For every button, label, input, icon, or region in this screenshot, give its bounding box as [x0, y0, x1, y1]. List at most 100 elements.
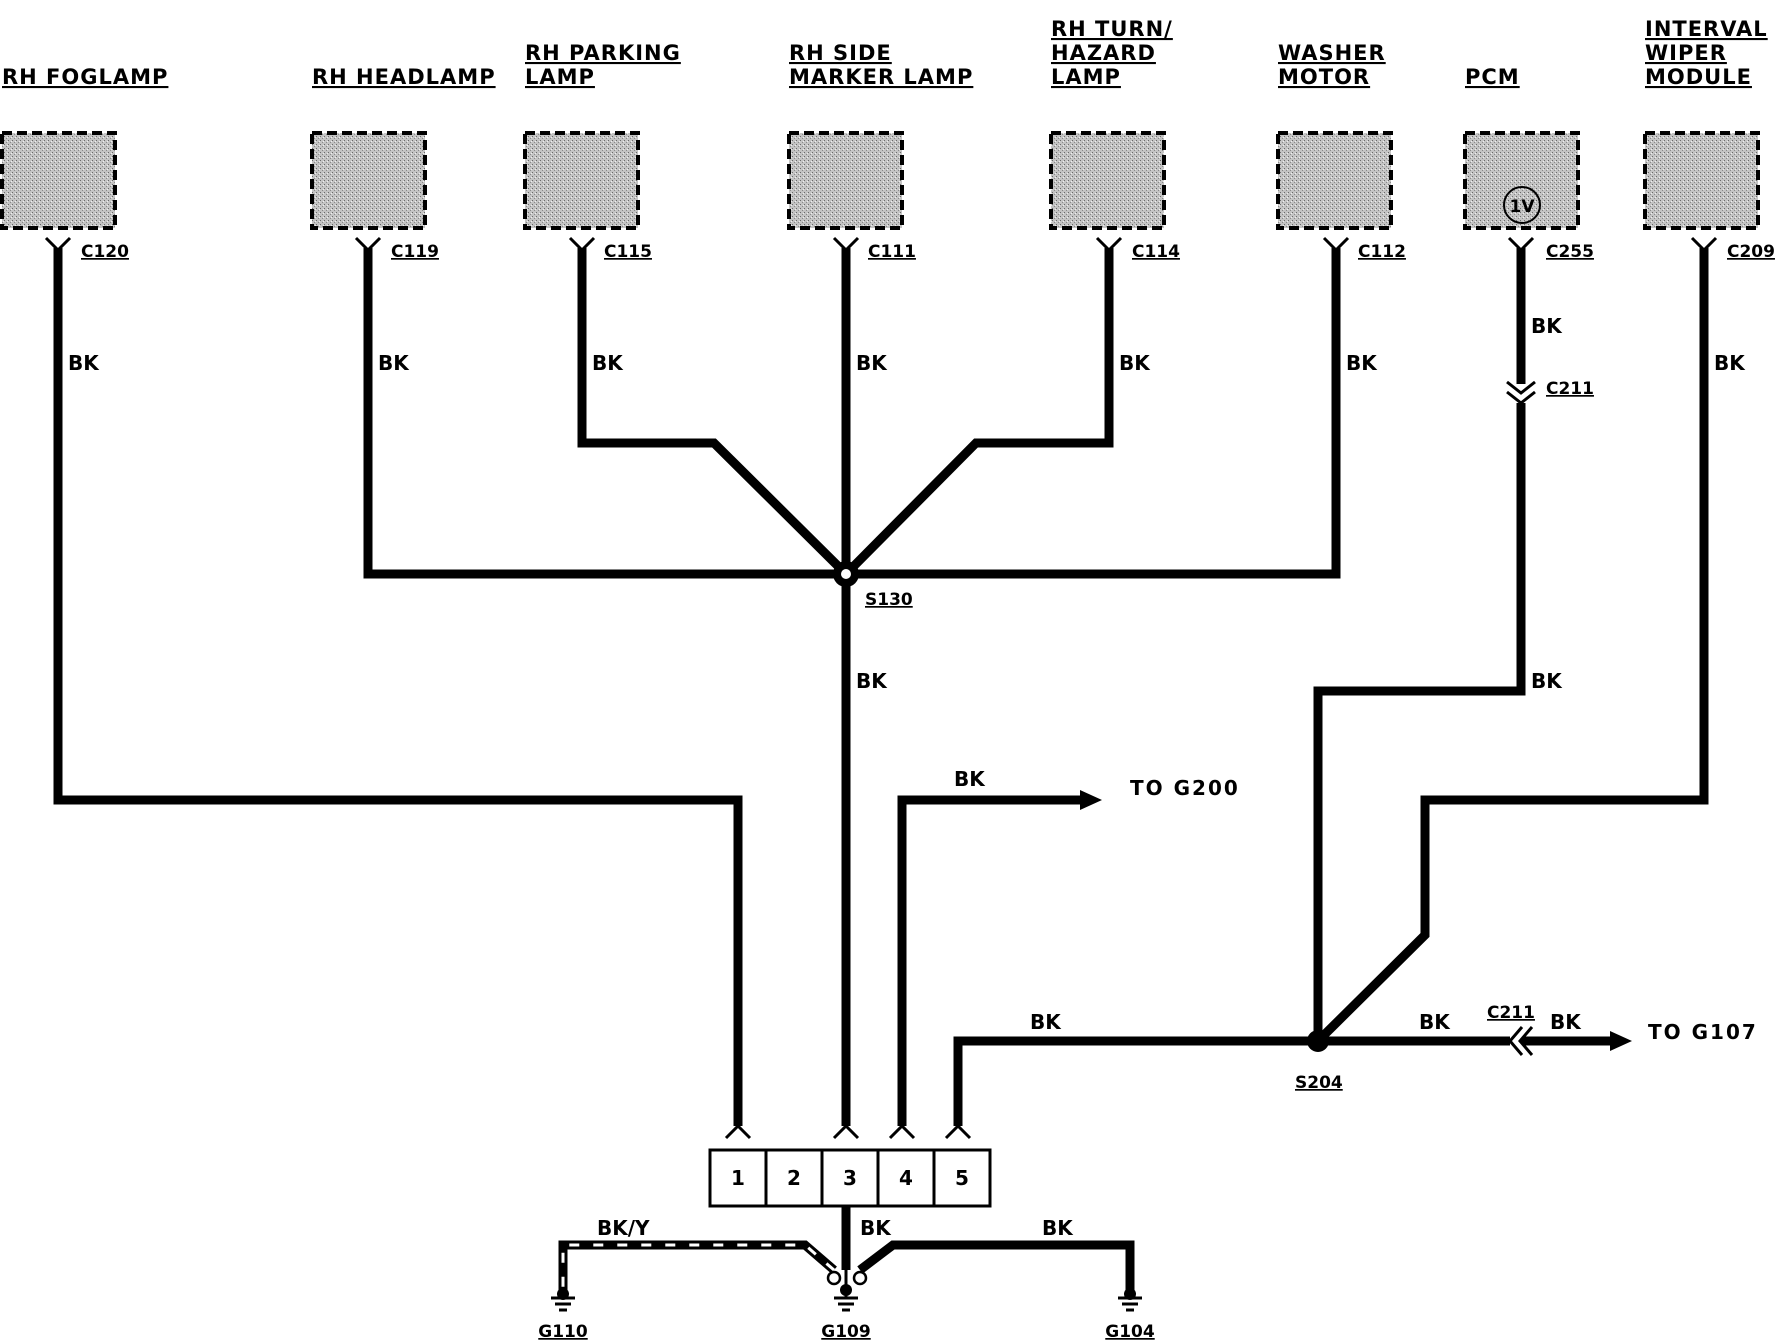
wire-color-label: BK — [378, 351, 410, 375]
wire-color-label: BK — [1531, 314, 1563, 338]
component-label: PCM — [1465, 65, 1520, 89]
ground-g110: G110 — [538, 1288, 588, 1342]
wire-color-labels: BK BK BK BK BK BK BK BK BK BK BK BK BK B… — [68, 314, 1746, 1240]
connector-label: C112 — [1358, 242, 1406, 262]
pin-hood-5 — [944, 1123, 972, 1140]
ground-block-pin-1 — [708, 1148, 768, 1208]
wire-color-label: BK — [1531, 669, 1563, 693]
pin-number: 3 — [843, 1166, 857, 1190]
wire-washer-to-s130 — [846, 248, 1341, 579]
wire-bky-stripe — [561, 1243, 835, 1290]
ground-g109: G109 — [821, 1270, 871, 1342]
pin-number: 4 — [899, 1166, 913, 1190]
inline-connector-c211-vertical — [1506, 380, 1536, 405]
destination-label-g107: TO G107 — [1648, 1020, 1758, 1044]
wire-parking-to-s130 — [577, 248, 850, 578]
inline-connector-label: C211 — [1487, 1003, 1535, 1023]
wire-color-label: BK — [856, 669, 888, 693]
pcm-pin-badge — [1503, 186, 1541, 224]
inline-connector-chevron — [1518, 1026, 1534, 1056]
arrow-to-g107 — [1610, 1031, 1632, 1051]
destination-label-g200: TO G200 — [1130, 776, 1240, 800]
component-box — [1049, 131, 1166, 230]
wire-color-label: BK/Y — [597, 1216, 650, 1240]
ground-block: 1 2 3 4 5 — [708, 1123, 992, 1208]
pin-hood-4 — [888, 1123, 916, 1140]
ground-g104: G104 — [1105, 1288, 1155, 1342]
inline-connector-chevron — [1506, 390, 1536, 405]
g109-terminal-right — [852, 1270, 868, 1286]
wire-color-label: BK — [1042, 1216, 1074, 1240]
component-label-line1: RH TURN/ — [1051, 17, 1173, 41]
connector-label: C111 — [868, 242, 916, 262]
connector-label: C209 — [1727, 242, 1775, 262]
component-label-line2: LAMP — [525, 65, 595, 89]
pin-hood-1 — [724, 1123, 752, 1140]
pcm-pin-badge-label: 1V — [1510, 197, 1536, 217]
component-box — [523, 131, 640, 230]
connector-label: C115 — [604, 242, 652, 262]
wire-color-label: BK — [592, 351, 624, 375]
wire-pin4-to-g200 — [897, 795, 1085, 1126]
splice-dot-center — [841, 569, 851, 579]
component-box — [1276, 131, 1393, 230]
pin-number: 2 — [787, 1166, 801, 1190]
component-label-line3: MODULE — [1645, 65, 1752, 89]
wire-color-label: BK — [1346, 351, 1378, 375]
component-box — [0, 131, 117, 230]
component-label-line1: WASHER — [1278, 41, 1386, 65]
wire-c211-to-s204 — [1313, 403, 1526, 1041]
ground-block-pin-4 — [876, 1148, 936, 1208]
wires — [53, 248, 1709, 1290]
wire-color-label: BK — [1030, 1010, 1062, 1034]
splice-s204: S204 — [1295, 1030, 1343, 1093]
component-washer-motor: WASHER MOTOR C112 — [1276, 41, 1406, 262]
wire-color-label: BK — [954, 767, 986, 791]
wire-headlamp-to-s130 — [363, 248, 846, 579]
arrow-to-g200 — [1080, 790, 1102, 810]
component-rh-turn-hazard-lamp: RH TURN/ HAZARD LAMP C114 — [1049, 17, 1180, 262]
component-label-line1: RH PARKING — [525, 41, 681, 65]
wire-color-label: BK — [1119, 351, 1151, 375]
wire-color-label: BK — [1550, 1010, 1582, 1034]
component-label: RH FOGLAMP — [2, 65, 168, 89]
inline-connector-c211-horizontal — [1508, 1026, 1534, 1056]
ground-stud — [840, 1284, 852, 1296]
inline-connector-chevron — [1508, 1026, 1524, 1056]
component-box — [1463, 131, 1580, 230]
wire-g109-to-g104 — [857, 1240, 1135, 1290]
inline-connector-chevron — [1506, 380, 1536, 395]
component-label-line2: MOTOR — [1278, 65, 1370, 89]
component-box — [787, 131, 904, 230]
component-label-line2: HAZARD — [1051, 41, 1156, 65]
wire-color-label: BK — [1419, 1010, 1451, 1034]
ground-label: G110 — [538, 1322, 588, 1342]
splice-label: S130 — [865, 590, 913, 610]
component-box — [310, 131, 427, 230]
component-label-line1: INTERVAL — [1645, 17, 1768, 41]
wire-color-label: BK — [856, 351, 888, 375]
ground-stud — [557, 1288, 569, 1300]
component-label: RH HEADLAMP — [312, 65, 496, 89]
component-rh-foglamp: RH FOGLAMP C120 — [0, 65, 168, 262]
component-pcm: PCM 1V C255 — [1463, 65, 1594, 262]
splice-dot — [1307, 1030, 1329, 1052]
wire-foglamp-to-pin1 — [53, 248, 743, 1126]
ground-block-pin-hoods — [724, 1123, 972, 1140]
wire-g109-to-g110 — [558, 1240, 837, 1290]
wire-wiper-to-s204 — [1314, 248, 1709, 1045]
wire-color-label: BK — [860, 1216, 892, 1240]
ground-label: G104 — [1105, 1322, 1155, 1342]
wire-color-label: BK — [1714, 351, 1746, 375]
component-rh-headlamp: RH HEADLAMP C119 — [310, 65, 496, 262]
g109-terminal-left — [826, 1270, 842, 1286]
wire-bky-base — [558, 1240, 837, 1290]
pin-number: 1 — [731, 1166, 745, 1190]
connector-label: C119 — [391, 242, 439, 262]
wire-color-label: BK — [68, 351, 100, 375]
wire-s204-to-pin5 — [953, 1036, 1318, 1126]
component-label-line2: WIPER — [1645, 41, 1727, 65]
wire-turnhazard-to-s130 — [842, 248, 1114, 578]
component-label-line3: LAMP — [1051, 65, 1121, 89]
component-rh-parking-lamp: RH PARKING LAMP C115 — [523, 41, 681, 262]
